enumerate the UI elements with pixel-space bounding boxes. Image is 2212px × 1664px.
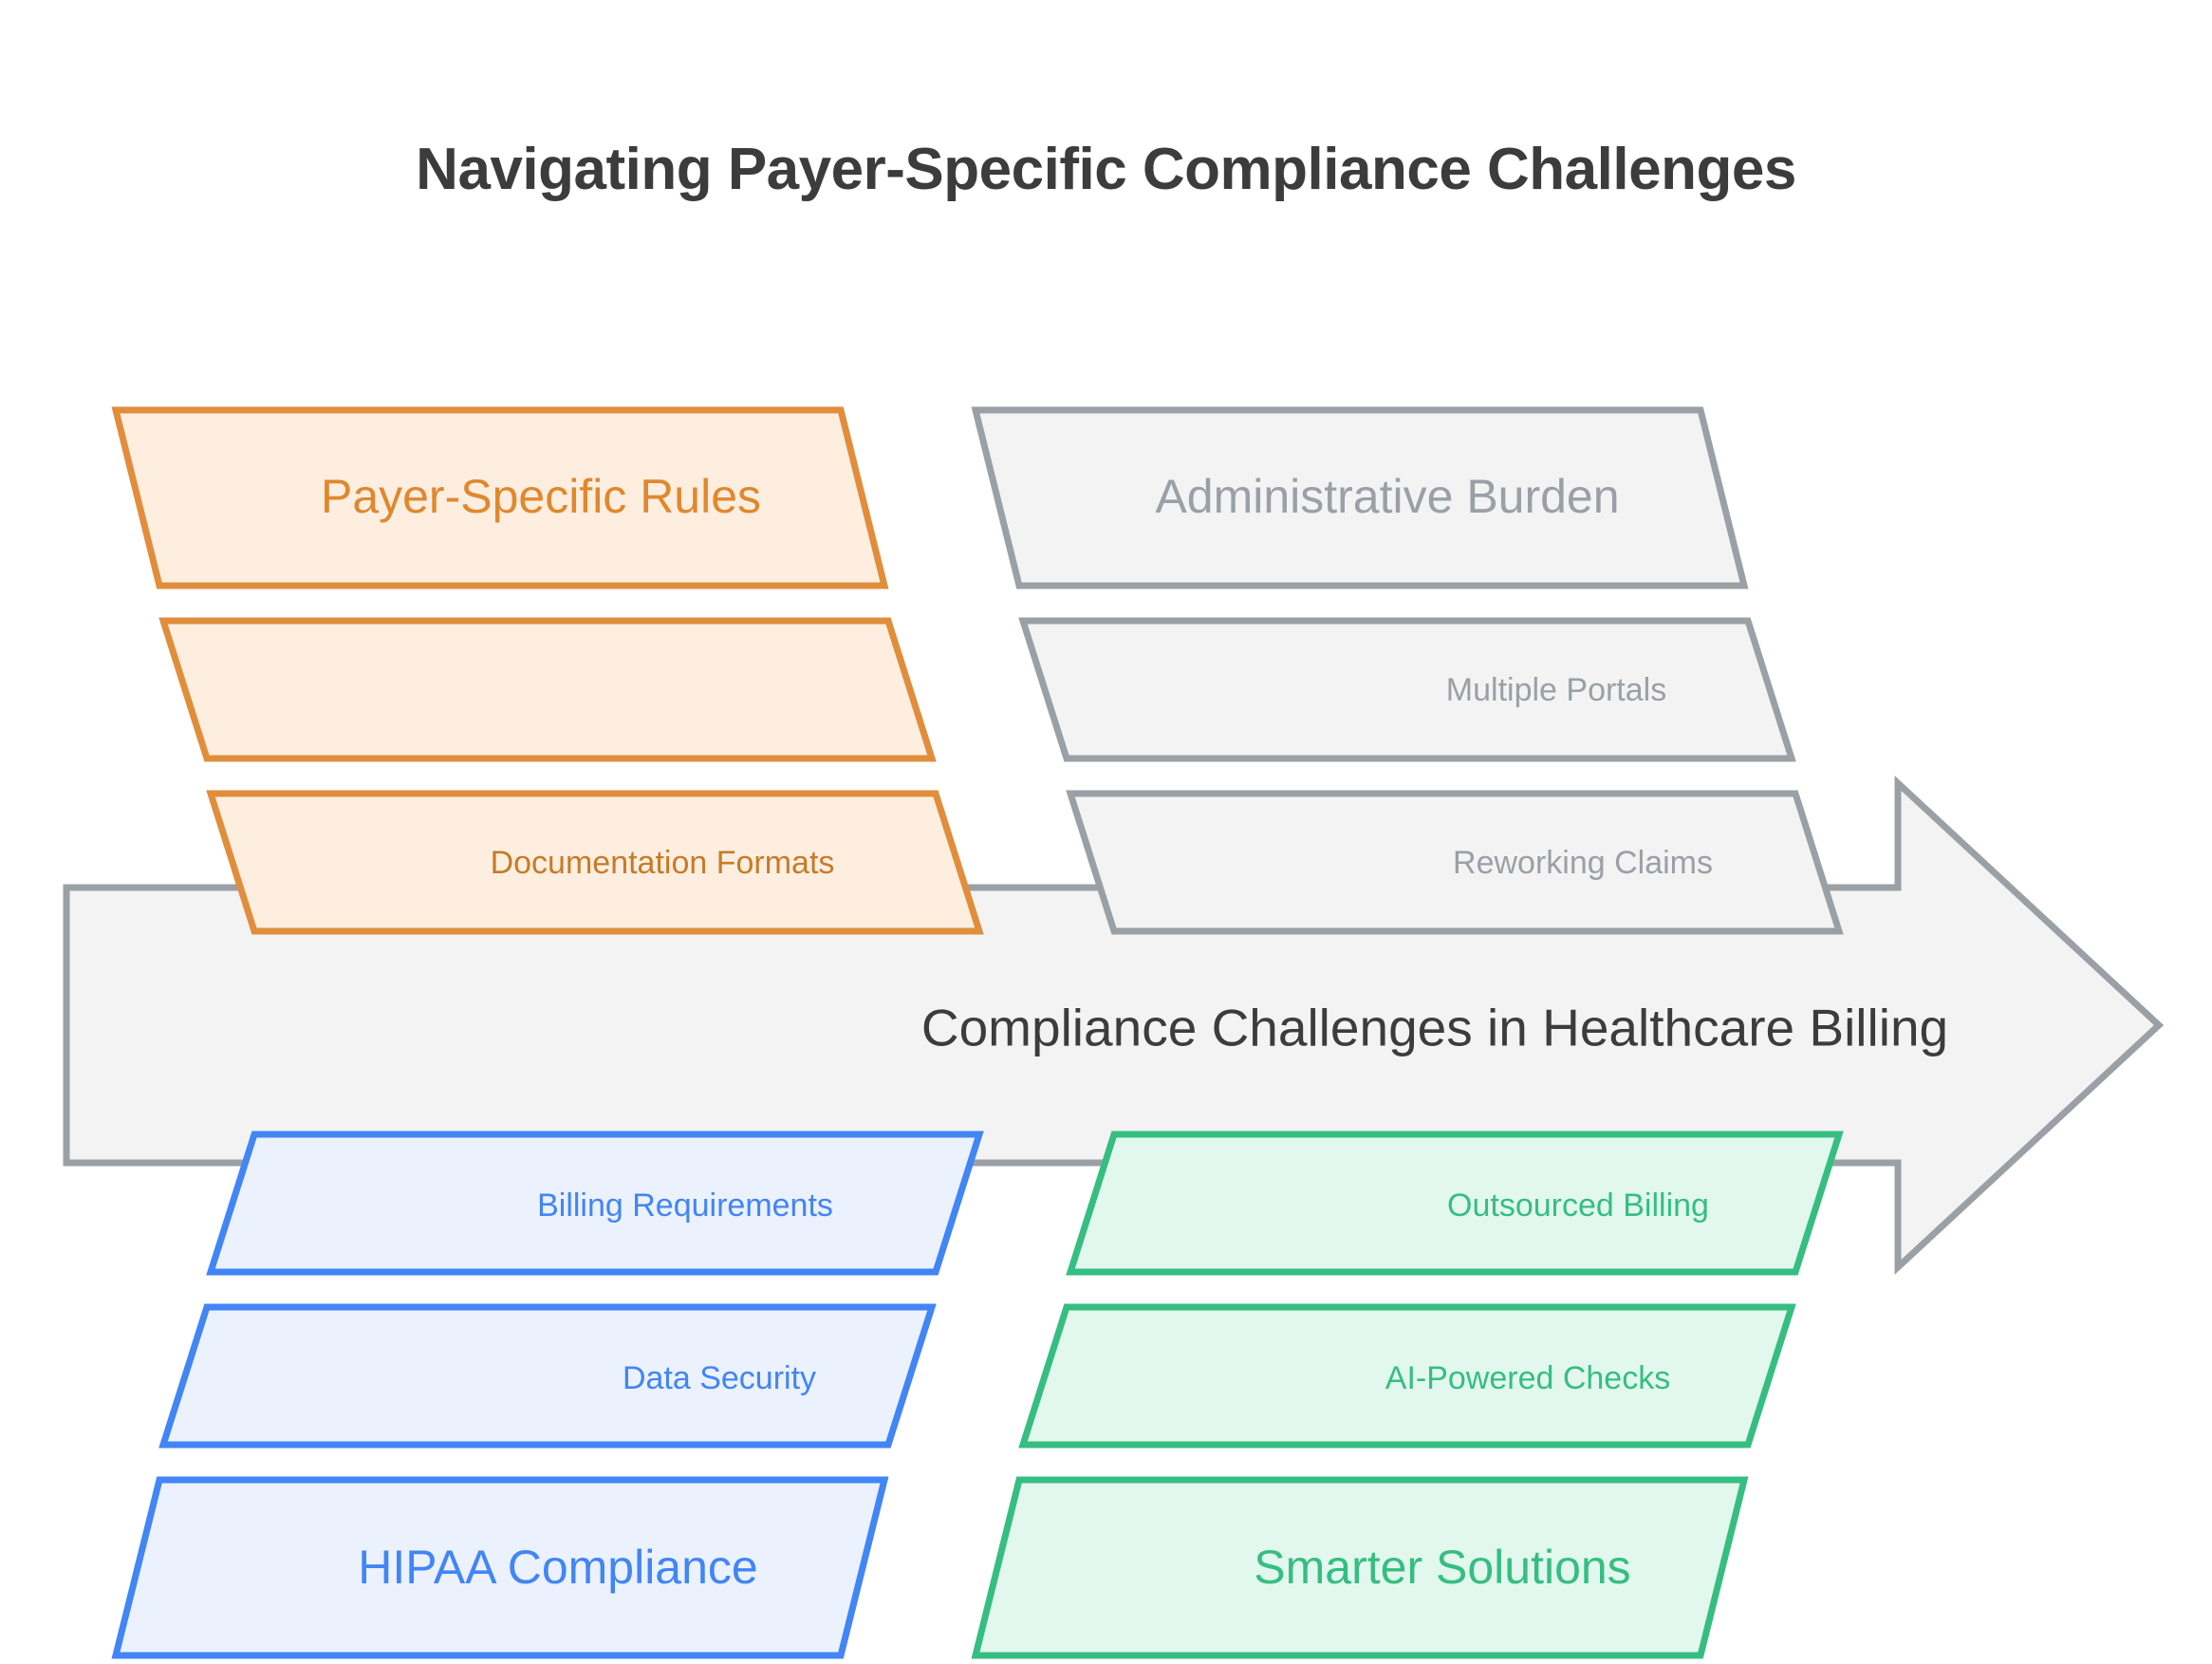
blue-item-2[interactable]: HIPAA Compliance <box>111 1476 889 1659</box>
blue-label-1: Data Security <box>623 1360 816 1396</box>
orange-shape-2[interactable] <box>206 790 984 935</box>
orange-shape-0[interactable] <box>111 406 889 589</box>
gray-shape-0[interactable] <box>971 406 1749 589</box>
blue-label-0: Billing Requirements <box>537 1187 833 1224</box>
green-item-1[interactable]: AI-Powered Checks <box>1018 1303 1796 1449</box>
orange-item-2[interactable]: Documentation Formats <box>206 790 984 935</box>
blue-shape-2[interactable] <box>111 1476 889 1659</box>
green-item-0[interactable]: Outsourced Billing <box>1066 1131 1844 1276</box>
blue-item-0[interactable]: Billing Requirements <box>206 1131 984 1276</box>
page-title: Navigating Payer-Specific Compliance Cha… <box>416 137 1796 202</box>
green-item-2[interactable]: Smarter Solutions <box>971 1476 1749 1659</box>
orange-label-2: Documentation Formats <box>491 845 835 881</box>
blue-label-2: HIPAA Compliance <box>358 1541 757 1594</box>
center-arrow-label: Compliance Challenges in Healthcare Bill… <box>921 999 1948 1057</box>
gray-shape-1[interactable] <box>1018 617 1796 762</box>
gray-label-1: Multiple Portals <box>1446 672 1666 708</box>
gray-item-2[interactable]: Reworking Claims <box>1066 790 1844 935</box>
gray-label-2: Reworking Claims <box>1453 845 1713 881</box>
gray-group: Administrative Burden Multiple Portals R… <box>971 406 1844 935</box>
blue-shape-1[interactable] <box>158 1303 937 1449</box>
green-shape-2[interactable] <box>971 1476 1749 1659</box>
green-shape-1[interactable] <box>1018 1303 1796 1449</box>
green-label-2: Smarter Solutions <box>1254 1541 1630 1594</box>
orange-shape-1[interactable] <box>158 617 937 762</box>
green-label-0: Outsourced Billing <box>1447 1187 1709 1224</box>
orange-item-1[interactable] <box>158 617 937 762</box>
green-label-1: AI-Powered Checks <box>1385 1360 1670 1396</box>
orange-label-0: Payer-Specific Rules <box>321 470 761 523</box>
orange-group: Payer-Specific Rules Documentation Forma… <box>111 406 984 935</box>
gray-label-0: Administrative Burden <box>1155 470 1619 523</box>
green-shape-0[interactable] <box>1066 1131 1844 1276</box>
blue-item-1[interactable]: Data Security <box>158 1303 937 1449</box>
blue-group: Billing Requirements Data Security HIPAA… <box>111 1131 984 1659</box>
green-group: Outsourced Billing AI-Powered Checks Sma… <box>971 1131 1844 1659</box>
orange-item-0[interactable]: Payer-Specific Rules <box>111 406 889 589</box>
gray-item-1[interactable]: Multiple Portals <box>1018 617 1796 762</box>
gray-item-0[interactable]: Administrative Burden <box>971 406 1749 589</box>
blue-shape-0[interactable] <box>206 1131 984 1276</box>
gray-shape-2[interactable] <box>1066 790 1844 935</box>
